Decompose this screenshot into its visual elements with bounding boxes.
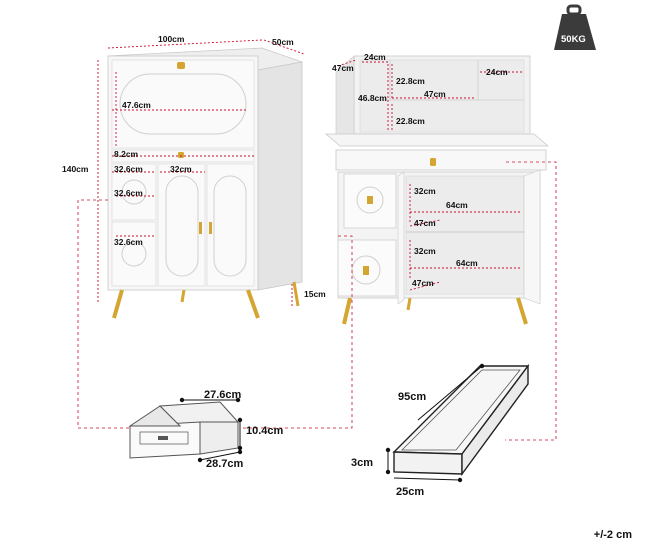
drawer-width-detail-label: 27.6cm [204,389,242,401]
open-dim-labels: 47cm 24cm 24cm 22.8cm 46.8cm 47cm 22.8cm… [332,52,508,288]
drawer-height-detail-label: 10.4cm [246,425,284,437]
tray-length-label: 95cm [398,391,426,403]
front-width-label: 100cm [158,34,185,44]
drawer-detail-dims [182,399,241,461]
front-depth-label: 50cm [272,37,294,47]
band-lock-icon [178,152,184,158]
lower-shelf-label: 22.8cm [396,116,425,126]
connector-lines [77,161,557,441]
top-width-right-label: 24cm [486,67,508,77]
open-lock-icon [430,158,436,166]
inner-width-label: 47cm [424,89,446,99]
drawer-h2-label: 32.6cm [114,237,143,247]
cab-h1-label: 32cm [414,186,436,196]
flap-lock-icon [177,62,185,69]
tray-detail-dims [387,365,483,481]
open-dimensions [337,59,522,291]
drawer-detail [128,401,240,459]
tolerance-note: +/-2 cm [593,529,632,541]
cab-w2-label: 64cm [456,258,478,268]
tray-detail [392,363,530,477]
drawer-depth-detail-label: 28.7cm [206,458,244,470]
tray-height-label: 3cm [351,457,373,469]
drawer-band-label: 8.2cm [114,149,139,159]
door-width-label: 32cm [170,164,192,174]
open-cabinet [324,55,550,325]
drawer-h1-label: 32.6cm [114,188,143,198]
weight-badge: 50KG [554,4,596,50]
inner-height-label: 46.8cm [358,93,387,103]
front-dimensions [97,39,305,308]
leg-height-label: 15cm [304,289,326,299]
side-depth-label: 47cm [332,63,354,73]
cab-d2-label: 47cm [412,278,434,288]
front-dim-labels: 100cm 50cm 140cm 47.6cm 8.2cm 32.6cm 32c… [62,34,326,299]
front-cabinet [107,47,304,319]
cab-d1-label: 47cm [414,218,436,228]
weight-icon [566,4,582,16]
weight-label: 50KG [561,34,586,45]
cab-w1-label: 64cm [446,200,468,210]
upper-shelf-label: 22.8cm [396,76,425,86]
cab-h2-label: 32cm [414,246,436,256]
front-height-label: 140cm [62,164,89,174]
tray-width-label: 25cm [396,486,424,498]
drawer-width-label: 32.6cm [114,164,143,174]
flap-height-label: 47.6cm [122,100,151,110]
top-width-label: 24cm [364,52,386,62]
